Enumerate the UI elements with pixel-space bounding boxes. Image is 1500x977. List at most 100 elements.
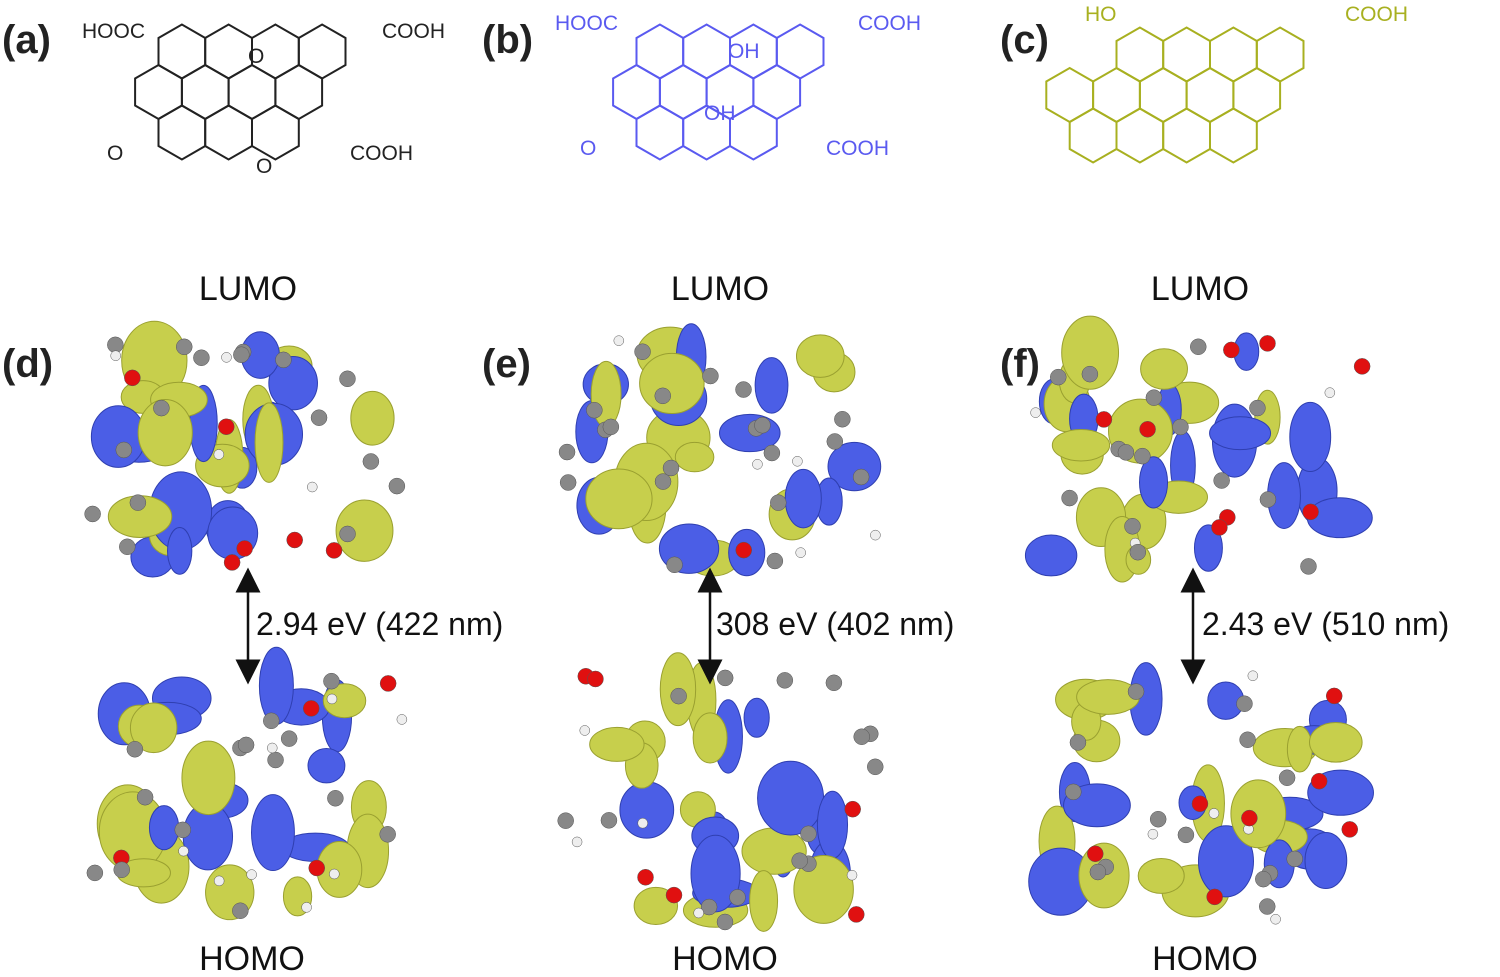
hydrogen-atom bbox=[221, 352, 232, 363]
ring bbox=[1255, 26, 1305, 83]
positive-lobe bbox=[589, 726, 645, 762]
oxygen-atom bbox=[286, 531, 303, 549]
carbon-atom bbox=[115, 441, 133, 459]
carbon-atom bbox=[654, 387, 672, 405]
ring bbox=[204, 104, 253, 161]
carbon-atom bbox=[716, 913, 734, 931]
hydrogen-atom bbox=[110, 350, 121, 361]
positive-lobe bbox=[1051, 428, 1111, 462]
lumo-label-f: LUMO bbox=[1150, 270, 1250, 308]
oxygen-atom bbox=[1223, 341, 1240, 359]
hydrogen-atom bbox=[1247, 670, 1259, 682]
oxygen-atom bbox=[735, 541, 752, 559]
ring bbox=[204, 23, 253, 80]
negative-lobe bbox=[743, 697, 770, 738]
hydrogen-atom bbox=[693, 907, 704, 919]
oxygen-atom bbox=[1325, 687, 1343, 705]
panel-label-f: (f) bbox=[1000, 342, 1040, 386]
group-label: COOH bbox=[350, 142, 413, 165]
oxygen-atom bbox=[1341, 821, 1359, 838]
oxygen-atom bbox=[637, 869, 654, 886]
carbon-atom bbox=[1259, 491, 1277, 508]
carbon-atom bbox=[1213, 472, 1230, 489]
oxygen-atom bbox=[308, 859, 325, 877]
ring bbox=[297, 23, 347, 80]
negative-lobe bbox=[167, 526, 193, 575]
positive-lobe bbox=[1137, 857, 1185, 894]
positive-lobe bbox=[137, 398, 193, 467]
group-label: HO bbox=[1085, 3, 1117, 26]
hydrogen-atom bbox=[792, 456, 803, 467]
carbon-atom bbox=[1145, 389, 1163, 406]
carbon-atom bbox=[310, 409, 328, 426]
carbon-atom bbox=[126, 741, 144, 758]
oxygen-atom bbox=[1302, 503, 1319, 521]
negative-lobe bbox=[148, 805, 180, 851]
ring bbox=[251, 104, 300, 161]
negative-lobe bbox=[1197, 825, 1254, 898]
carbon-atom bbox=[86, 864, 104, 882]
positive-lobe bbox=[350, 390, 395, 446]
homo-label-e: HOMO bbox=[672, 940, 778, 977]
carbon-atom bbox=[232, 902, 249, 919]
carbon-atom bbox=[1081, 365, 1099, 383]
hydrogen-atom bbox=[246, 869, 257, 880]
carbon-atom bbox=[263, 712, 280, 730]
carbon-atom bbox=[1061, 489, 1078, 507]
carbon-atom bbox=[193, 349, 210, 366]
negative-lobe bbox=[258, 646, 294, 725]
carbon-atom bbox=[1124, 518, 1141, 535]
carbon-atom bbox=[1149, 810, 1167, 828]
lumo-orbital-d bbox=[84, 320, 406, 578]
carbon-atom bbox=[113, 861, 130, 879]
oxygen-atom bbox=[1139, 421, 1156, 438]
positive-lobe bbox=[639, 352, 705, 415]
group-label: O bbox=[248, 45, 265, 68]
hydrogen-atom bbox=[1270, 913, 1281, 925]
carbon-atom bbox=[339, 370, 356, 388]
carbon-atom bbox=[153, 399, 170, 417]
ring bbox=[1209, 107, 1258, 164]
hydrogen-atom bbox=[870, 529, 881, 541]
ring bbox=[1115, 26, 1165, 83]
ring bbox=[682, 23, 731, 80]
ring bbox=[157, 23, 207, 80]
positive-lobe bbox=[1286, 725, 1313, 773]
carbon-atom bbox=[852, 468, 870, 486]
negative-lobe bbox=[784, 468, 822, 529]
positive-lobe bbox=[1230, 779, 1287, 849]
ring bbox=[1068, 107, 1118, 164]
lumo-orbital-e bbox=[558, 323, 882, 577]
ring bbox=[1185, 66, 1235, 124]
carbon-atom bbox=[1127, 683, 1145, 700]
positive-lobe bbox=[335, 499, 394, 562]
carbon-atom bbox=[1255, 870, 1272, 888]
carbon-atom bbox=[176, 338, 193, 356]
carbon-atom bbox=[763, 444, 781, 462]
group-label: O bbox=[580, 137, 597, 160]
carbon-atom bbox=[558, 443, 576, 461]
oxygen-atom bbox=[1087, 845, 1104, 863]
oxygen-atom bbox=[1353, 358, 1371, 375]
homo-orbital-d bbox=[86, 646, 408, 921]
negative-lobe bbox=[1289, 401, 1332, 473]
carbon-atom bbox=[136, 788, 154, 806]
hydrogen-atom bbox=[307, 481, 318, 493]
hydrogen-atom bbox=[326, 693, 338, 705]
ring bbox=[134, 63, 183, 121]
carbon-atom bbox=[800, 825, 817, 843]
oxygen-atom bbox=[223, 554, 241, 571]
group-label: HOOC bbox=[82, 20, 145, 43]
hydrogen-atom bbox=[213, 875, 225, 887]
carbon-atom bbox=[1278, 769, 1296, 786]
ring bbox=[752, 63, 802, 121]
group-label: OH bbox=[728, 40, 760, 63]
negative-lobe bbox=[754, 357, 789, 414]
hydrogen-atom bbox=[213, 449, 225, 460]
hydrogen-atom bbox=[396, 714, 408, 725]
hydrogen-atom bbox=[301, 902, 312, 913]
hydrogen-atom bbox=[795, 547, 806, 558]
hydrogen-atom bbox=[1324, 387, 1336, 398]
positive-lobe bbox=[585, 468, 653, 530]
